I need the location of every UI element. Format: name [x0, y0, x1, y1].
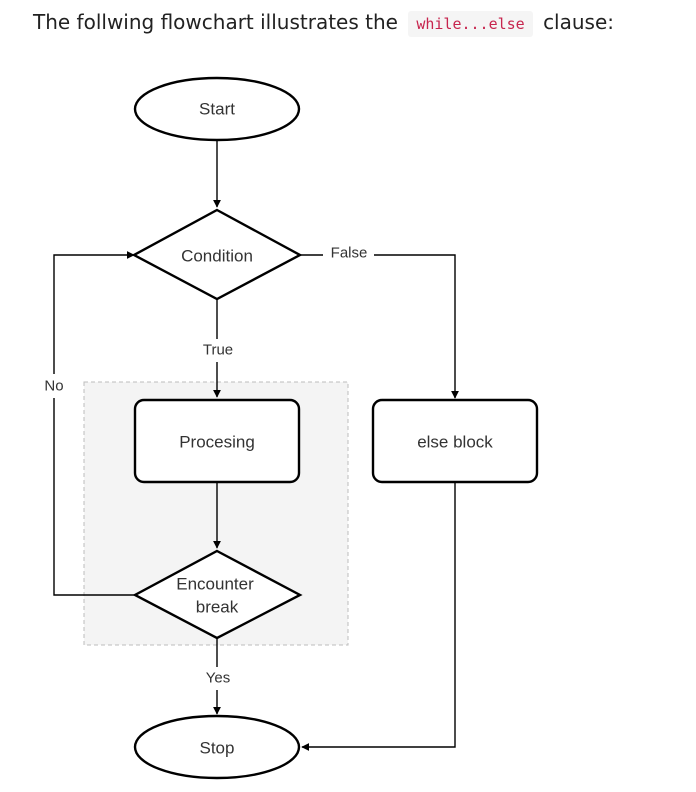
edge-label-no: No: [44, 378, 63, 395]
start-label: Start: [199, 100, 235, 119]
stop-node: [133, 714, 301, 780]
encounter-break-node: [132, 549, 303, 640]
condition-label: Condition: [181, 247, 253, 266]
edges: [53, 140, 459, 751]
processing-label: Procesing: [179, 433, 255, 452]
stop-label: Stop: [200, 739, 235, 758]
intro-text: The follwing flowchart illustrates the w…: [33, 8, 614, 38]
else-block-label: else block: [417, 433, 493, 452]
edge-label-yes: Yes: [206, 670, 230, 687]
encounter-label-line1: Encounter: [176, 575, 254, 594]
start-node: [133, 76, 301, 142]
edge-no-loop-bottom: [53, 398, 135, 596]
edge-label-true: True: [203, 342, 233, 359]
intro-before: The follwing flowchart illustrates the: [33, 10, 398, 34]
encounter-label-line2: break: [196, 598, 239, 617]
processing-node: [133, 398, 301, 484]
condition-node: [131, 208, 303, 301]
else-block-node: [371, 398, 539, 484]
edge-false-else: [374, 254, 459, 399]
edge-no-loop-top: [53, 251, 135, 374]
inline-code: while...else: [408, 11, 533, 37]
edge-else-stop: [301, 482, 456, 751]
intro-after: clause:: [543, 10, 615, 34]
edge-label-false: False: [331, 245, 368, 262]
